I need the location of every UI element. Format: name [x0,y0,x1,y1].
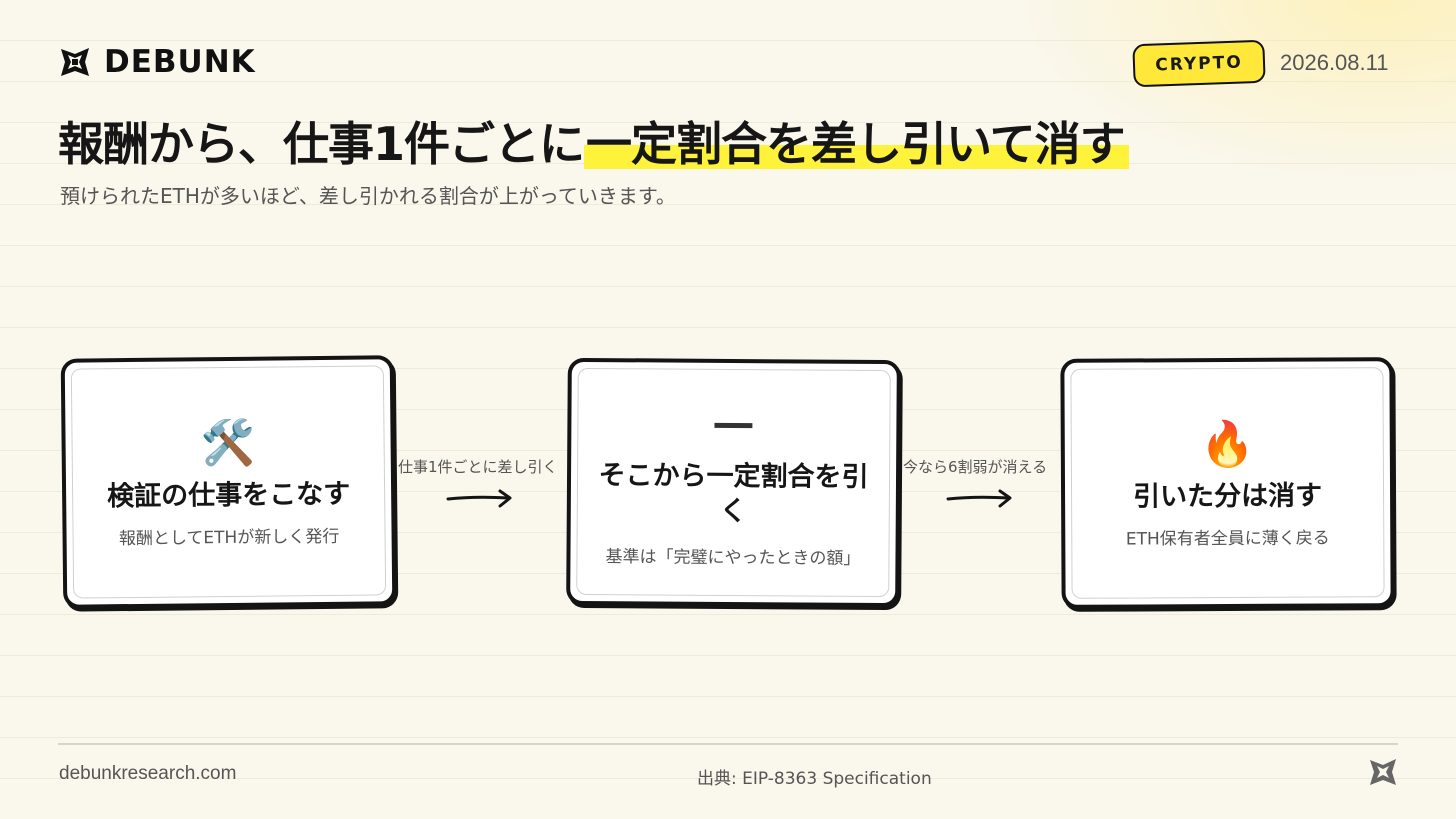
category-badge: CRYPTO [1132,39,1266,88]
brand-name: DEBUNK [104,44,256,80]
brand: DEBUNK [58,44,256,80]
page-title: 報酬から、仕事1件ごとに一定割合を差し引いて消す [58,108,1129,174]
step-title: 引いた分は消す [1132,480,1323,513]
footer-source: 出典: EIP-8363 Specification [697,769,932,789]
step-title: 検証の仕事をこなす [106,478,351,513]
debunk-footer-logo-icon [1370,759,1396,785]
arrow-right-icon [946,489,1012,508]
step-card-validate: 🛠️ 検証の仕事をこなす 報酬としてETHが新しく発行 [60,355,397,609]
debunk-logo-icon [61,48,89,76]
step-card-burn: 🔥 引いた分は消す ETH保有者全員に薄く戻る [1060,357,1395,609]
footer-site-link[interactable]: debunkresearch.com [59,763,237,784]
step-title: そこから一定割合を引く [598,459,869,528]
connector-label: 今なら6割弱が消える [903,458,1048,476]
step-description: 基準は「完璧にやったときの額」 [605,547,861,569]
page-title-highlight: 一定割合を差し引いて消す [584,117,1129,171]
step-card-deduct: そこから一定割合を引く 基準は「完璧にやったときの額」 [566,357,901,608]
page-subtitle: 預けられたETHが多いほど、差し引かれる割合が上がっていきます。 [60,184,676,208]
page-title-prefix: 報酬から、仕事1件ごとに [58,117,585,171]
minus-icon [713,397,754,453]
arrow-right-icon [446,489,512,508]
footer-divider [58,743,1398,745]
step-description: ETH保有者全員に薄く戻る [1125,528,1330,550]
connector-label: 仕事1件ごとに差し引く [398,458,558,476]
hammer-and-wrench-icon: 🛠️ [200,417,256,470]
step-description: 報酬としてETHが新しく発行 [118,526,340,550]
publish-date: 2026.08.11 [1280,50,1389,75]
fire-icon: 🔥 [1199,418,1255,471]
